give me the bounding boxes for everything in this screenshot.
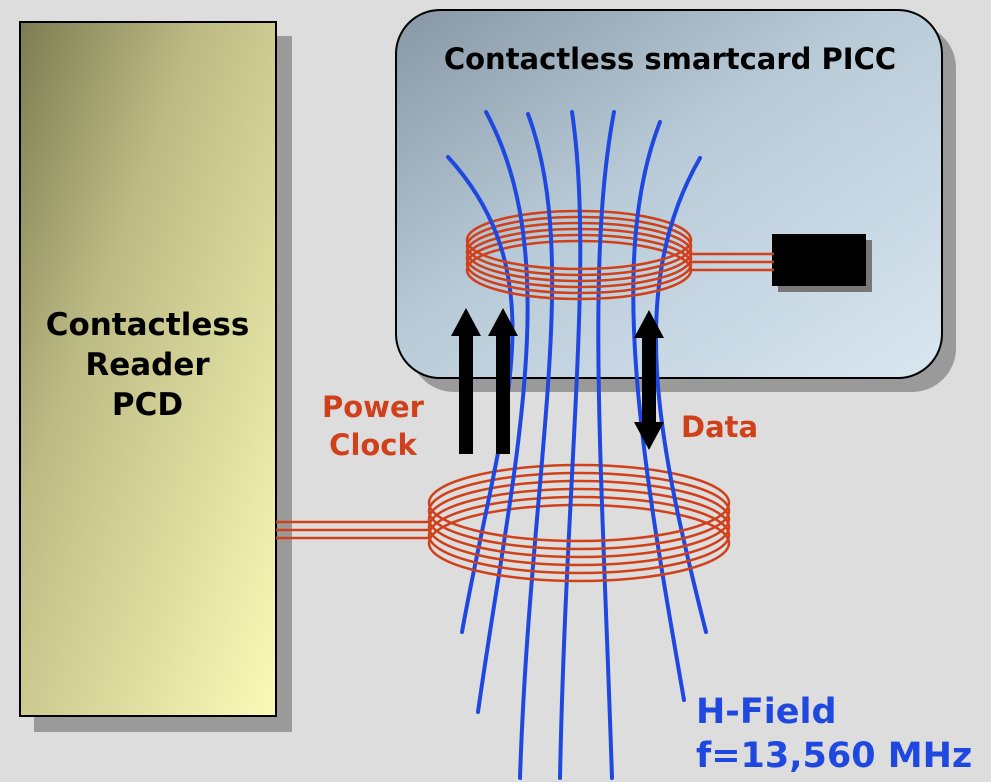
- reader-coil-turn-back-5: [427, 495, 731, 536]
- reader-coil-turn-front-3: [427, 518, 731, 559]
- reader-coil-turn-back-4: [427, 487, 731, 528]
- h-field-line-6: [631, 120, 686, 702]
- card-coil-turn-front-1: [465, 239, 693, 271]
- clock-label: Clock: [329, 428, 417, 462]
- reader-coil-turn-back-6: [427, 503, 731, 544]
- power-label: Power: [322, 390, 424, 424]
- card-coil-turn-front-5: [465, 263, 693, 295]
- h-field-line-5: [596, 110, 616, 780]
- reader-box: [19, 21, 292, 732]
- card-title: Contactless smartcard PICC: [443, 42, 897, 76]
- reader-coil-turn-front-4: [427, 526, 731, 567]
- card-coil-front: [465, 239, 693, 301]
- reader-label: Contactless Reader PCD: [20, 305, 275, 425]
- h-field-line-3: [518, 112, 555, 780]
- card-coil-turn-front-4: [465, 257, 693, 289]
- h-field-line-7: [654, 156, 708, 634]
- h-field-label: H-Field f=13,560 MHz: [696, 690, 972, 778]
- card-coil-turn-front-6: [465, 269, 693, 301]
- h-field-lines: [446, 110, 708, 780]
- card-coil-turn-front-2: [465, 245, 693, 277]
- reader-coil-turn-front-1: [427, 502, 731, 543]
- card-coil-turn-front-3: [465, 251, 693, 283]
- reader-coil-turn-back-1: [427, 463, 731, 504]
- chip: [772, 234, 872, 292]
- power-arrow-1: [451, 308, 481, 454]
- reader-coil-turn-front-6: [427, 542, 731, 583]
- reader-label-line-1: Contactless: [45, 307, 250, 343]
- card-coil-leads: [690, 252, 774, 272]
- reader-coil-turn-back-3: [427, 479, 731, 520]
- reader-coil-turn-back-2: [427, 471, 731, 512]
- h-field-line-4: [558, 110, 583, 780]
- data-arrow: [634, 310, 664, 450]
- reader-coil-turn-front-2: [427, 510, 731, 551]
- reader-label-line-3: PCD: [111, 387, 184, 423]
- reader-coil-turn-front-5: [427, 534, 731, 575]
- power-arrow-2: [488, 308, 518, 454]
- h-field-name: H-Field: [696, 692, 837, 732]
- data-label: Data: [681, 410, 759, 444]
- reader-coil-leads: [276, 520, 430, 540]
- reader-coil-back: [427, 463, 731, 544]
- reader-label-line-2: Reader: [85, 347, 210, 383]
- power-clock-label: Power Clock: [322, 388, 424, 464]
- h-field-line-2: [476, 110, 530, 714]
- h-field-frequency: f=13,560 MHz: [696, 736, 973, 776]
- reader-coil-front: [427, 502, 731, 583]
